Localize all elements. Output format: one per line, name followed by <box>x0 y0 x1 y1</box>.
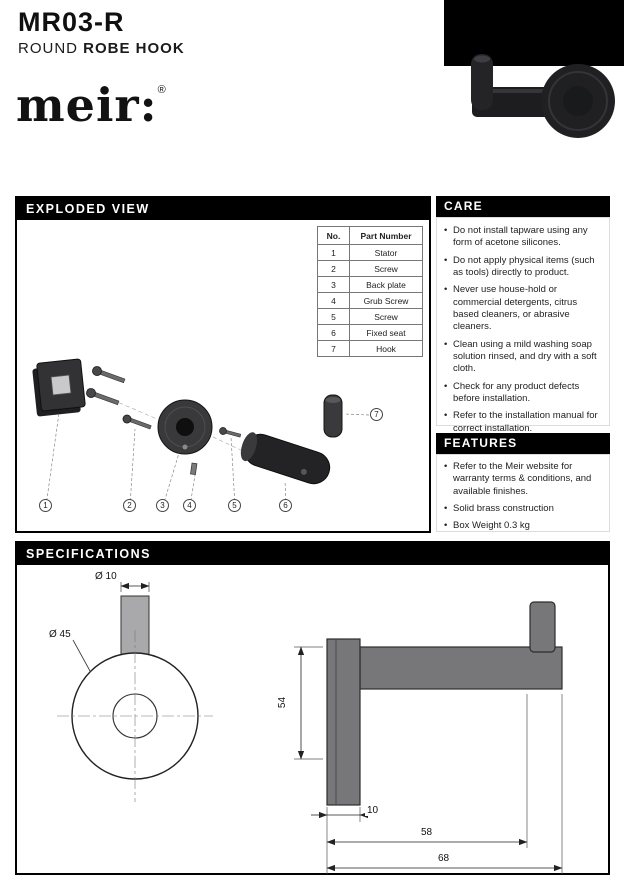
care-header: CARE <box>436 196 610 217</box>
product-subtitle: ROUND ROBE HOOK <box>18 40 185 57</box>
callout-4: 4 <box>183 499 196 512</box>
care-section: Do not install tapware using any form of… <box>436 217 610 434</box>
features-header: FEATURES <box>436 433 610 454</box>
callout-7: 7 <box>370 408 383 421</box>
callout-5: 5 <box>228 499 241 512</box>
callout-3: 3 <box>156 499 169 512</box>
part-name: Screw <box>349 260 423 277</box>
col-header-part-number: Part Number <box>349 226 423 245</box>
exploded-view-section: EXPLODED VIEW <box>15 196 431 533</box>
exploded-diagram <box>32 358 370 507</box>
dim-projection-inner: 58 <box>419 827 435 838</box>
brand-logo: meir:® <box>16 78 167 132</box>
feature-item: Box Weight 0.3 kg <box>444 520 603 533</box>
part-screws <box>86 366 152 430</box>
part-name: Stator <box>349 244 423 261</box>
dim-projection-total: 68 <box>436 853 452 864</box>
assembly-axis-lines <box>86 388 244 452</box>
dim-height: 54 <box>277 694 289 711</box>
part-no: 6 <box>317 324 350 341</box>
col-header-no: No. <box>317 226 350 245</box>
technical-drawing <box>57 582 563 874</box>
side-view-drawing <box>326 601 563 806</box>
front-view-drawing <box>57 582 213 802</box>
part-name: Screw <box>349 308 423 325</box>
exploded-view-header: EXPLODED VIEW <box>17 198 429 220</box>
product-model: MR03-R <box>18 7 125 37</box>
dim-plate-depth: 10 <box>365 805 381 816</box>
part-stator <box>32 358 86 417</box>
part-no: 2 <box>317 260 350 277</box>
part-grub-screw <box>190 462 198 475</box>
care-item: Do not apply physical items (such as too… <box>444 255 603 280</box>
part-no: 3 <box>317 276 350 293</box>
care-list: Do not install tapware using any form of… <box>444 225 603 435</box>
care-item: Refer to the installation manual for cor… <box>444 410 603 435</box>
part-no: 4 <box>317 292 350 309</box>
specifications-section: SPECIFICATIONS <box>15 541 610 875</box>
part-name: Hook <box>349 340 423 357</box>
specifications-header: SPECIFICATIONS <box>17 543 608 565</box>
part-name: Grub Screw <box>349 292 423 309</box>
care-item: Do not install tapware using any form of… <box>444 225 603 250</box>
feature-item: Solid brass construction <box>444 503 603 516</box>
part-no: 5 <box>317 308 350 325</box>
part-fixed-seat <box>240 432 331 485</box>
callout-2: 2 <box>123 499 136 512</box>
header-black-bar <box>444 0 624 66</box>
table-header-row: No. Part Number <box>317 226 423 245</box>
part-name: Fixed seat <box>349 324 423 341</box>
dimension-lines <box>294 646 563 874</box>
part-no: 7 <box>317 340 350 357</box>
feature-item: Refer to the Meir website for warranty t… <box>444 461 603 498</box>
care-item: Never use house-hold or commercial deter… <box>444 284 603 333</box>
callout-6: 6 <box>279 499 292 512</box>
part-name: Back plate <box>349 276 423 293</box>
subtitle-light: ROUND <box>18 40 78 57</box>
part-back-plate <box>157 399 213 455</box>
callout-1: 1 <box>39 499 52 512</box>
part-no: 1 <box>317 244 350 261</box>
features-section: Refer to the Meir website for warranty t… <box>436 454 610 533</box>
part-screw-small <box>219 427 242 438</box>
robe-hook-render <box>471 54 615 138</box>
registered-mark: ® <box>157 84 167 96</box>
brand-wordmark: meir: <box>16 78 158 132</box>
dim-stem-diameter: Ø 10 <box>93 571 119 582</box>
features-list: Refer to the Meir website for warranty t… <box>444 461 603 533</box>
care-item: Clean using a mild washing soap solution… <box>444 339 603 376</box>
subtitle-bold: ROBE HOOK <box>83 40 185 57</box>
dim-plate-diameter: Ø 45 <box>47 629 73 640</box>
product-image <box>471 54 615 138</box>
part-hook <box>323 394 343 438</box>
care-item: Check for any product defects before ins… <box>444 381 603 406</box>
